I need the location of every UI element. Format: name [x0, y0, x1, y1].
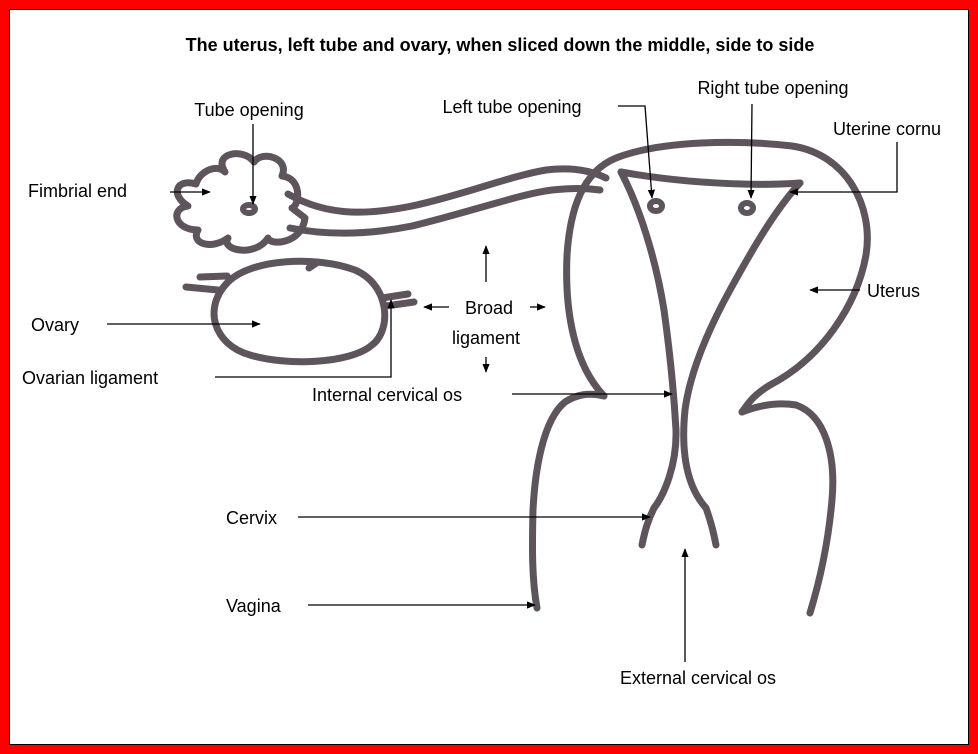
- diagram-title: The uterus, left tube and ovary, when sl…: [186, 35, 815, 55]
- label-broad: Broad: [465, 298, 513, 318]
- left-tube-opening-shape: [650, 201, 662, 211]
- cervix-vagina-right-wall: [742, 404, 833, 613]
- label-ovary: Ovary: [31, 315, 79, 335]
- label-vagina: Vagina: [226, 596, 282, 616]
- ovarian-ligament-stub-2: [386, 302, 414, 306]
- label-ligament: ligament: [452, 328, 520, 348]
- ovary-shape: [214, 261, 385, 361]
- ovary-top-mark: [309, 262, 318, 268]
- label-fimbrial-end: Fimbrial end: [28, 181, 127, 201]
- fimbrial-end-shape: [177, 154, 305, 250]
- label-uterine-cornu: Uterine cornu: [833, 119, 941, 139]
- uterine-cavity-left-wall: [621, 172, 676, 545]
- ovary-left-stub-1: [200, 276, 227, 277]
- label-ovarian-ligament: Ovarian ligament: [22, 368, 158, 388]
- label-right-tube-opening: Right tube opening: [697, 78, 848, 98]
- ovary-left-stub-2: [186, 287, 218, 290]
- ovarian-ligament-stub-1: [382, 294, 408, 298]
- label-tube-opening: Tube opening: [194, 100, 303, 120]
- uterine-cavity-top-wall: [621, 172, 800, 184]
- label-uterus: Uterus: [867, 281, 920, 301]
- label-cervix: Cervix: [226, 508, 277, 528]
- cervix-vagina-left-wall: [532, 394, 604, 608]
- tube-opening-shape: [243, 205, 255, 213]
- right-tube-opening-shape: [741, 203, 753, 213]
- label-internal-cervical-os: Internal cervical os: [312, 385, 462, 405]
- label-external-cervical-os: External cervical os: [620, 668, 776, 688]
- uterine-cavity-right-wall: [684, 183, 800, 545]
- label-left-tube-opening: Left tube opening: [442, 97, 581, 117]
